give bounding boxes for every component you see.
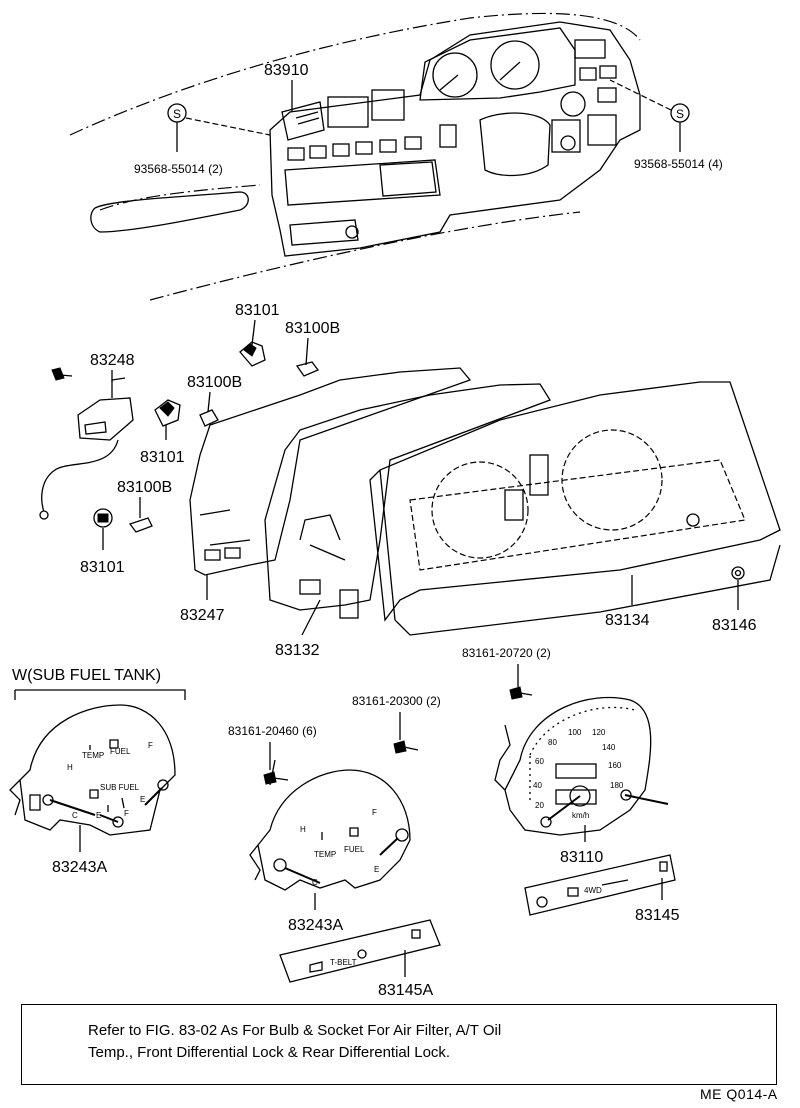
svg-text:E: E [374,865,379,874]
svg-text:T-BELT: T-BELT [330,958,357,967]
svg-text:TEMP: TEMP [82,751,104,760]
label-83161-20720: 83161-20720 (2) [462,646,551,660]
socket-83101-mid [154,399,181,427]
svg-text:40: 40 [533,781,542,790]
svg-text:F: F [148,741,153,750]
svg-text:140: 140 [602,743,616,752]
label-83145A: 83145A [378,982,433,999]
svg-text:100: 100 [568,728,582,737]
document-code: ME Q014-A [700,1086,778,1102]
combination-meter-drawing [189,367,781,636]
label-83132: 83132 [275,642,320,659]
label-93568-55014-left: 93568-55014 (2) [134,162,223,176]
svg-text:120: 120 [592,728,606,737]
svg-text:S: S [676,107,684,121]
indicator-plate-83145A-drawing: T-BELT [279,919,441,983]
label-83100B-top: 83100B [285,320,340,337]
reference-note-box [21,1004,777,1085]
label-83101-mid: 83101 [140,449,185,466]
screw-83161-20720 [509,686,533,700]
svg-text:180: 180 [610,781,624,790]
label-83243A-left: 83243A [52,859,107,876]
svg-text:160: 160 [608,761,622,770]
label-83101-low: 83101 [80,559,125,576]
label-83910: 83910 [264,62,309,79]
label-83243A-mid: 83243A [288,917,343,934]
indicator-plate-83145-drawing: 4WD [524,854,676,916]
screw-right-marker: S [609,79,690,152]
socket-83101-low [93,508,113,528]
speedometer-83110-drawing: 20 40 60 80 100 120 140 160 180 km/h [494,696,669,836]
svg-text:FUEL: FUEL [344,845,365,854]
svg-text:C: C [312,878,318,887]
label-83161-20300: 83161-20300 (2) [352,694,441,708]
label-83146: 83146 [712,617,757,634]
label-83145: 83145 [635,907,680,924]
screw-83161-20460 [263,759,289,786]
reference-note-text: Refer to FIG. 83-02 As For Bulb & Socket… [88,1022,502,1061]
svg-text:F: F [124,809,129,818]
bulb-83100B-low [128,517,153,533]
label-83101-top: 83101 [235,302,280,319]
gauge-83243A-drawing: H C TEMP FUEL F E [249,769,411,891]
svg-text:F: F [372,808,377,817]
svg-text:H: H [67,763,73,772]
svg-text:km/h: km/h [572,811,589,820]
svg-text:C: C [72,811,78,820]
svg-text:60: 60 [535,757,544,766]
gauge-83243A-sub-fuel-drawing: H C TEMP FUEL F E SUB FUEL F E [9,704,176,836]
svg-text:TEMP: TEMP [314,850,336,859]
svg-text:80: 80 [548,738,557,747]
svg-text:S: S [173,107,181,121]
dashboard-panel-drawing [69,12,641,301]
bulb-83100B-top [295,361,320,377]
label-93568-55014-right: 93568-55014 (4) [634,157,723,171]
socket-83101-top [239,341,266,367]
label-83247: 83247 [180,607,225,624]
label-83100B-low: 83100B [117,479,172,496]
screw-left-marker: S [167,103,271,152]
svg-text:FUEL: FUEL [110,747,131,756]
svg-text:20: 20 [535,801,544,810]
screw-83161-20300 [393,740,419,754]
connector-83248 [39,367,134,520]
label-83161-20460: 83161-20460 (6) [228,724,317,738]
svg-text:E: E [140,795,145,804]
variant-label: W(SUB FUEL TANK) [12,667,161,684]
svg-text:4WD: 4WD [584,886,602,895]
svg-text:E: E [96,811,101,820]
svg-text:SUB FUEL: SUB FUEL [100,783,140,792]
label-83248: 83248 [90,352,135,369]
label-83110: 83110 [560,849,603,866]
label-83134: 83134 [605,612,650,629]
svg-text:H: H [300,825,306,834]
label-83100B-mid: 83100B [187,374,242,391]
